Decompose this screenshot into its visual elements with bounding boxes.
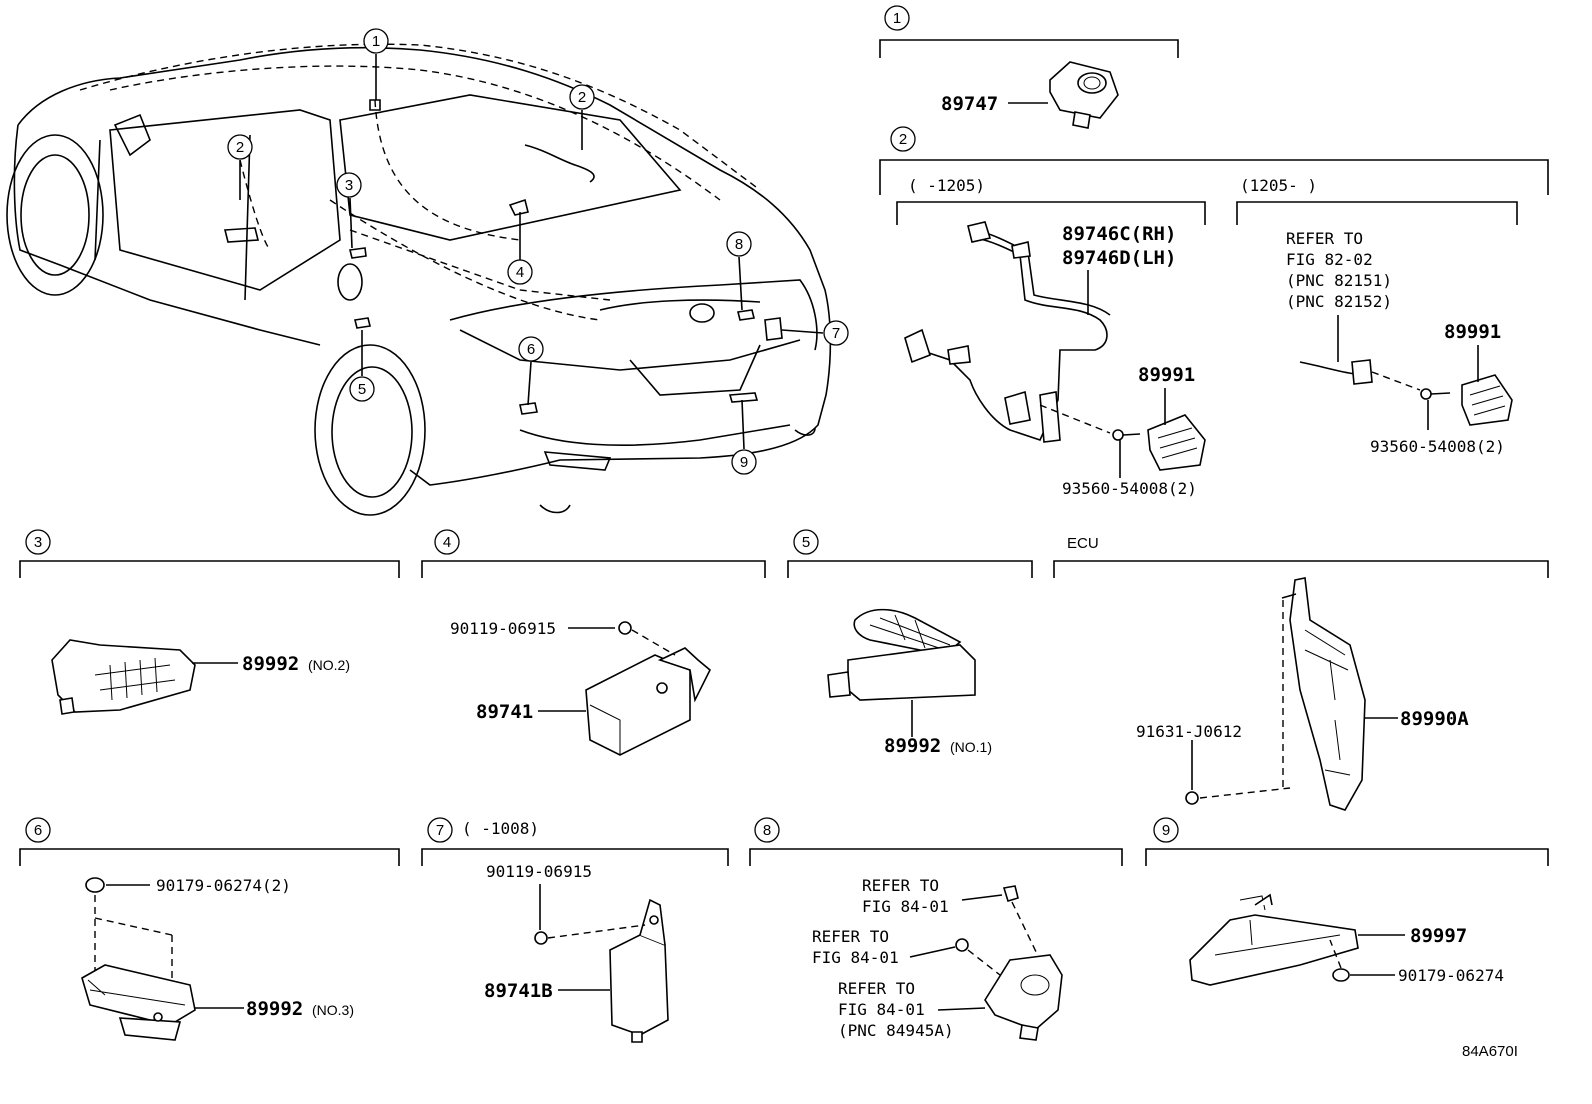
- refer-84b-line1: REFER TO: [812, 927, 889, 946]
- screw-left-label: 93560-54008(2): [1062, 479, 1197, 498]
- callout-2-car-door: 2: [227, 134, 253, 160]
- bolt-7-label: 90119-06915: [486, 862, 592, 881]
- section-2-number: 2: [899, 131, 907, 148]
- callout-5-car: 5: [349, 376, 375, 402]
- part-89992-no2-suffix: (NO.2): [308, 657, 350, 673]
- refer-84b-line2: FIG 84-01: [812, 948, 899, 967]
- module-89991-left-icon: [1112, 414, 1206, 471]
- section-9: 9 89997 90179-06274: [1145, 817, 1549, 986]
- callout-1-car: 1: [363, 28, 389, 54]
- module-89991-right-label: 89991: [1444, 321, 1501, 343]
- svg-text:1: 1: [372, 33, 380, 50]
- section-2: 2 ( -1205) (1205- ) 89746C(RH) 89746D(LH…: [879, 126, 1549, 498]
- nut-9-label: 90179-06274: [1398, 966, 1504, 985]
- part-89747-label: 89747: [941, 93, 998, 115]
- ecu-89990a-icon: [1185, 577, 1366, 811]
- callout-8-car: 8: [726, 231, 752, 257]
- section-6: 6 90179-06274(2) 89992 (NO.3): [19, 817, 400, 1041]
- module-89991-left-label: 89991: [1138, 364, 1195, 386]
- part-89990a-label: 89990A: [1400, 708, 1469, 730]
- part-89741-label: 89741: [476, 701, 533, 723]
- lamp-84945a-icon: [955, 885, 1063, 1041]
- section-3: 3 89992 (NO.2): [19, 529, 400, 715]
- antenna-no1-icon: [827, 608, 976, 701]
- part-89741b-label: 89741B: [484, 980, 553, 1002]
- refer-84c-line1: REFER TO: [838, 979, 915, 998]
- callout-6-car: 6: [518, 336, 544, 362]
- section-5: 5 89992 (NO.1): [787, 529, 1033, 757]
- refer-82-line3: (PNC 82151): [1286, 271, 1392, 290]
- refer-82-line4: (PNC 82152): [1286, 292, 1392, 311]
- section-3-number: 3: [34, 534, 42, 551]
- callout-3-car: 3: [336, 172, 362, 198]
- antenna-no3-icon: [81, 895, 196, 1041]
- svg-text:7: 7: [832, 325, 840, 342]
- refer-82-line2: FIG 82-02: [1286, 250, 1373, 269]
- refer-84a-line2: FIG 84-01: [862, 897, 949, 916]
- bolt-ecu-label: 91631-J0612: [1136, 722, 1242, 741]
- callout-2-car-roof: 2: [569, 84, 595, 110]
- refer-84a-line1: REFER TO: [862, 876, 939, 895]
- callout-4-car: 4: [507, 259, 533, 285]
- wire-harness-icon: [904, 221, 1111, 443]
- svg-text:5: 5: [358, 381, 366, 398]
- svg-text:8: 8: [735, 236, 743, 253]
- section-1-number: 1: [893, 10, 901, 27]
- svg-text:3: 3: [345, 177, 353, 194]
- receiver-89741-icon: [585, 621, 711, 756]
- part-89992-no1-label: 89992: [884, 735, 941, 757]
- callout-9-car: 9: [731, 449, 757, 475]
- harness-rh-label: 89746C(RH): [1062, 223, 1176, 245]
- harness-lh-label: 89746D(LH): [1062, 247, 1176, 269]
- svg-text:9: 9: [740, 454, 748, 471]
- refer-84c-line2: FIG 84-01: [838, 1000, 925, 1019]
- section-6-number: 6: [34, 822, 42, 839]
- section-7-range: ( -1008): [462, 819, 539, 838]
- section-1: 1 89747: [879, 5, 1179, 129]
- sensor-89747-icon: [1049, 61, 1119, 129]
- section-7-number: 7: [436, 822, 444, 839]
- nut-6-label: 90179-06274(2): [156, 876, 291, 895]
- section-9-number: 9: [1162, 822, 1170, 839]
- section-8: 8 REFER TO FIG 84-01 REFER TO FIG 84-01 …: [749, 817, 1123, 1041]
- svg-text:6: 6: [527, 341, 535, 358]
- section-2-right-range: (1205- ): [1240, 176, 1317, 195]
- section-7: 7 ( -1008) 90119-06915 89741B: [421, 817, 729, 1043]
- antenna-no2-icon: [51, 639, 196, 715]
- section-5-number: 5: [802, 534, 810, 551]
- refer-82-line1: REFER TO: [1286, 229, 1363, 248]
- svg-text:2: 2: [236, 139, 244, 156]
- screw-right-label: 93560-54008(2): [1370, 437, 1505, 456]
- bolt-4-label: 90119-06915: [450, 619, 556, 638]
- section-8-number: 8: [763, 822, 771, 839]
- svg-text:4: 4: [516, 264, 524, 281]
- refer-84c-line3: (PNC 84945A): [838, 1021, 954, 1040]
- antenna-89997-icon: [1189, 893, 1359, 986]
- part-89992-no1-suffix: (NO.1): [950, 739, 992, 755]
- part-89992-no3-label: 89992: [246, 998, 303, 1020]
- section-4: 4 90119-06915 89741: [421, 529, 766, 756]
- section-ecu: ECU 89990A 91631-J0612: [1053, 535, 1549, 811]
- svg-text:2: 2: [578, 89, 586, 106]
- callout-7-car: 7: [823, 320, 849, 346]
- section-2-left-range: ( -1205): [908, 176, 985, 195]
- ecu-label: ECU: [1067, 535, 1099, 552]
- module-89991-right-icon: [1299, 359, 1513, 426]
- part-89992-no3-suffix: (NO.3): [312, 1002, 354, 1018]
- part-89997-label: 89997: [1410, 925, 1467, 947]
- part-89992-no2-label: 89992: [242, 653, 299, 675]
- receiver-89741b-icon: [534, 898, 669, 1043]
- illustration-code: 84A670I: [1462, 1043, 1518, 1060]
- section-4-number: 4: [443, 534, 451, 551]
- car-illustration: 1 2 2 3 4 5 6 8 7 9: [6, 28, 849, 516]
